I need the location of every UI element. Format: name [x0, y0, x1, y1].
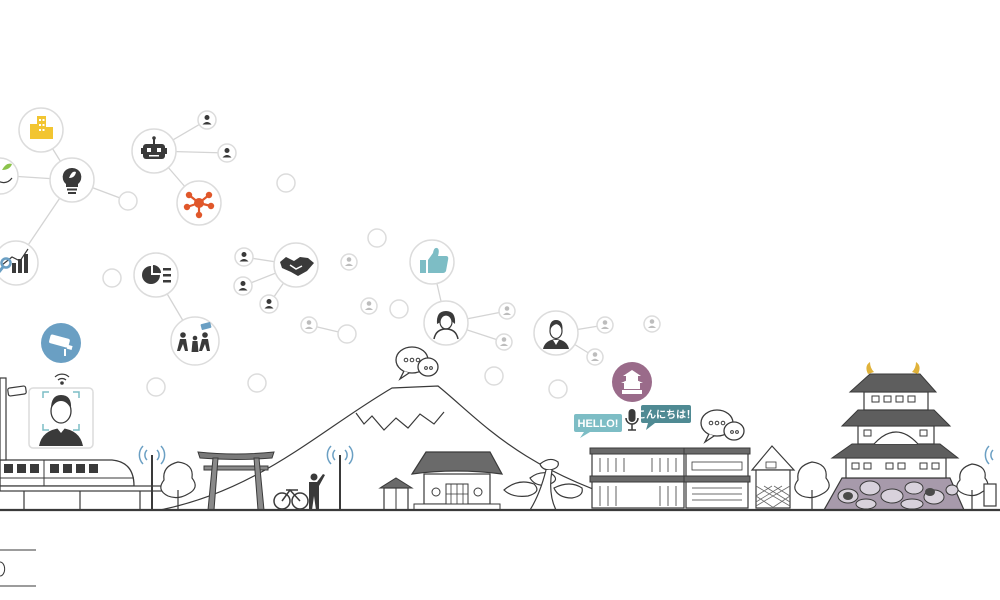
- network-hub-icon: [176, 180, 222, 226]
- partial-frame: [0, 549, 36, 587]
- castle: [822, 362, 965, 511]
- analytics-icon: [0, 240, 39, 286]
- hand-plant-icon: [0, 157, 19, 195]
- townhouse: [589, 445, 796, 509]
- castle-badge-icon: [612, 362, 652, 402]
- torii-gate: [197, 451, 275, 511]
- cctv-icon: [41, 323, 81, 363]
- bicycle-icon: [273, 488, 309, 510]
- speech-bubble-icon: [395, 346, 439, 381]
- thumbs-up-icon: [409, 239, 455, 285]
- robot-icon: [131, 128, 177, 174]
- face-recognition-icon: [28, 387, 94, 449]
- shrine-icon: [378, 477, 414, 511]
- speech-bubble-icon: [700, 409, 745, 444]
- pie-chart-icon: [133, 252, 179, 298]
- lantern-icon: [983, 483, 997, 507]
- empty-nodes: [102, 173, 568, 399]
- hello-bubble: HELLO!: [574, 414, 622, 438]
- hello-text: HELLO!: [578, 418, 619, 430]
- wifi-icon: [54, 373, 70, 385]
- bullet-train: [0, 377, 165, 510]
- lightbulb-icon: [49, 157, 95, 203]
- building-icon: [18, 107, 64, 153]
- tree-icon: [160, 461, 989, 510]
- pine-tree-icon: [503, 458, 583, 511]
- man-avatar-icon: [533, 310, 579, 356]
- konnichiwa-bubble: こんにちは！: [636, 405, 696, 430]
- temple: [410, 451, 504, 511]
- family-camera-icon: [170, 316, 220, 366]
- handshake-icon: [273, 242, 319, 288]
- person-pointing-icon: [309, 473, 325, 510]
- konnichiwa-text: こんにちは！: [636, 409, 696, 421]
- woman-avatar-icon: [423, 300, 469, 346]
- dark-person-nodes: [197, 110, 279, 314]
- microphone-icon: [625, 409, 639, 431]
- antenna-icon: [138, 445, 994, 510]
- person-nodes: [300, 253, 661, 366]
